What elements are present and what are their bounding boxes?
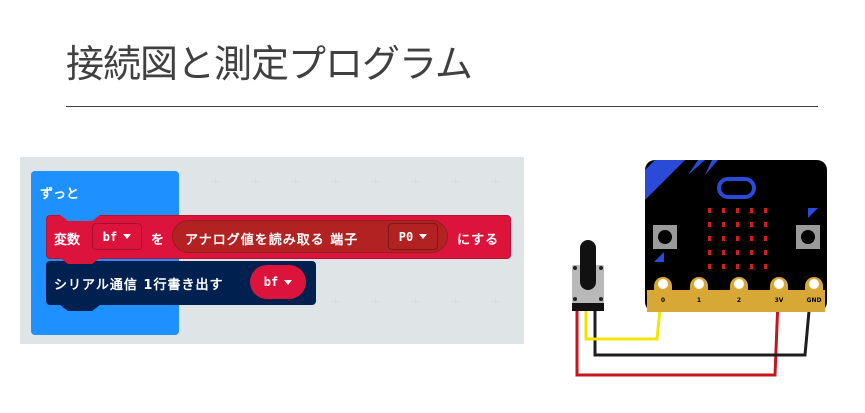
grid-mark (412, 298, 419, 305)
forever-block-label: ずっと (40, 187, 80, 202)
wire-yellow-p0 (584, 299, 663, 341)
block-notch (60, 305, 100, 311)
grid-mark (292, 178, 299, 185)
circuit-diagram: 0 1 2 3V GND (572, 160, 827, 377)
serial-write-line-label: シリアル通信 1行書き出す (54, 278, 224, 293)
svg-text:GND: GND (807, 297, 822, 304)
chevron-down-icon (123, 234, 132, 239)
wire-black-gnd (593, 299, 812, 357)
grid-mark (412, 178, 419, 185)
grid-mark (372, 298, 379, 305)
set-variable-prefix: 変数 (54, 233, 81, 248)
grid-mark (492, 178, 499, 185)
title-divider (66, 106, 818, 107)
chevron-down-icon (419, 234, 428, 239)
grid-mark (332, 298, 339, 305)
grid-mark (452, 178, 459, 185)
grid-mark (252, 178, 259, 185)
microbit-board: 0 1 2 3V GND (645, 160, 827, 312)
chevron-down-icon (284, 279, 293, 285)
block-notch (60, 258, 100, 264)
potentiometer (572, 240, 604, 311)
svg-text:1: 1 (697, 297, 701, 304)
svg-text:2: 2 (737, 297, 741, 304)
pin-dropdown-value: P0 (398, 229, 414, 244)
grid-mark (212, 178, 219, 185)
variable-dropdown[interactable]: bf (92, 223, 142, 250)
set-variable-suffix: にする (457, 233, 500, 248)
grid-mark (332, 178, 339, 185)
svg-text:3V: 3V (775, 297, 784, 304)
analog-read-label: アナログ値を読み取る 端子 (185, 233, 359, 248)
set-variable-to: を (151, 233, 165, 248)
block-notch (60, 215, 100, 221)
grid-mark (452, 298, 459, 305)
svg-text:0: 0 (661, 297, 665, 304)
serial-value: bf (263, 275, 279, 289)
page-title: 接続図と測定プログラム (66, 42, 473, 86)
serial-value-dropdown[interactable]: bf (250, 265, 306, 299)
grid-mark (492, 298, 499, 305)
pin-dropdown[interactable]: P0 (388, 223, 438, 250)
grid-mark (372, 178, 379, 185)
variable-dropdown-value: bf (102, 229, 118, 244)
wire-red-3v (575, 299, 780, 377)
